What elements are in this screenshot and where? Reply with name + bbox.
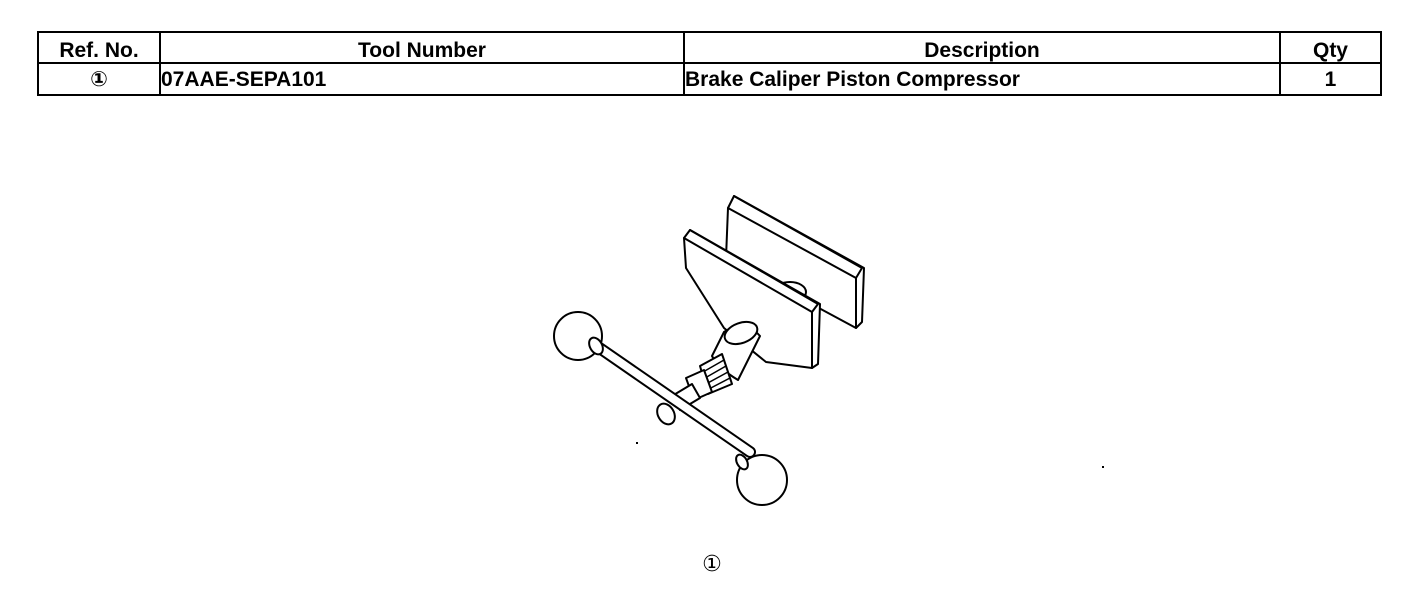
cell-tool-number: 07AAE-SEPA101 <box>159 62 685 96</box>
threaded-screw <box>671 353 733 411</box>
cell-ref-no: ① <box>37 62 161 96</box>
t-handle-bar <box>582 334 756 458</box>
special-tools-table: Ref. No. Tool Number Description Qty ① 0… <box>37 31 1382 96</box>
table-row: ① 07AAE-SEPA101 Brake Caliper Piston Com… <box>37 62 1382 96</box>
cell-qty: 1 <box>1279 62 1382 96</box>
column-header-ref-no: Ref. No. <box>37 31 161 64</box>
center-collar <box>656 402 676 426</box>
front-plate <box>683 229 821 369</box>
column-header-qty: Qty <box>1279 31 1382 64</box>
column-header-tool-number: Tool Number <box>159 31 685 64</box>
table-header-row: Ref. No. Tool Number Description Qty <box>37 31 1382 64</box>
scan-specks <box>636 442 1104 468</box>
column-header-description: Description <box>683 31 1281 64</box>
figure-reference-label: ① <box>702 552 722 577</box>
cell-description: Brake Caliper Piston Compressor <box>683 62 1281 96</box>
ball-knobs <box>553 311 788 506</box>
